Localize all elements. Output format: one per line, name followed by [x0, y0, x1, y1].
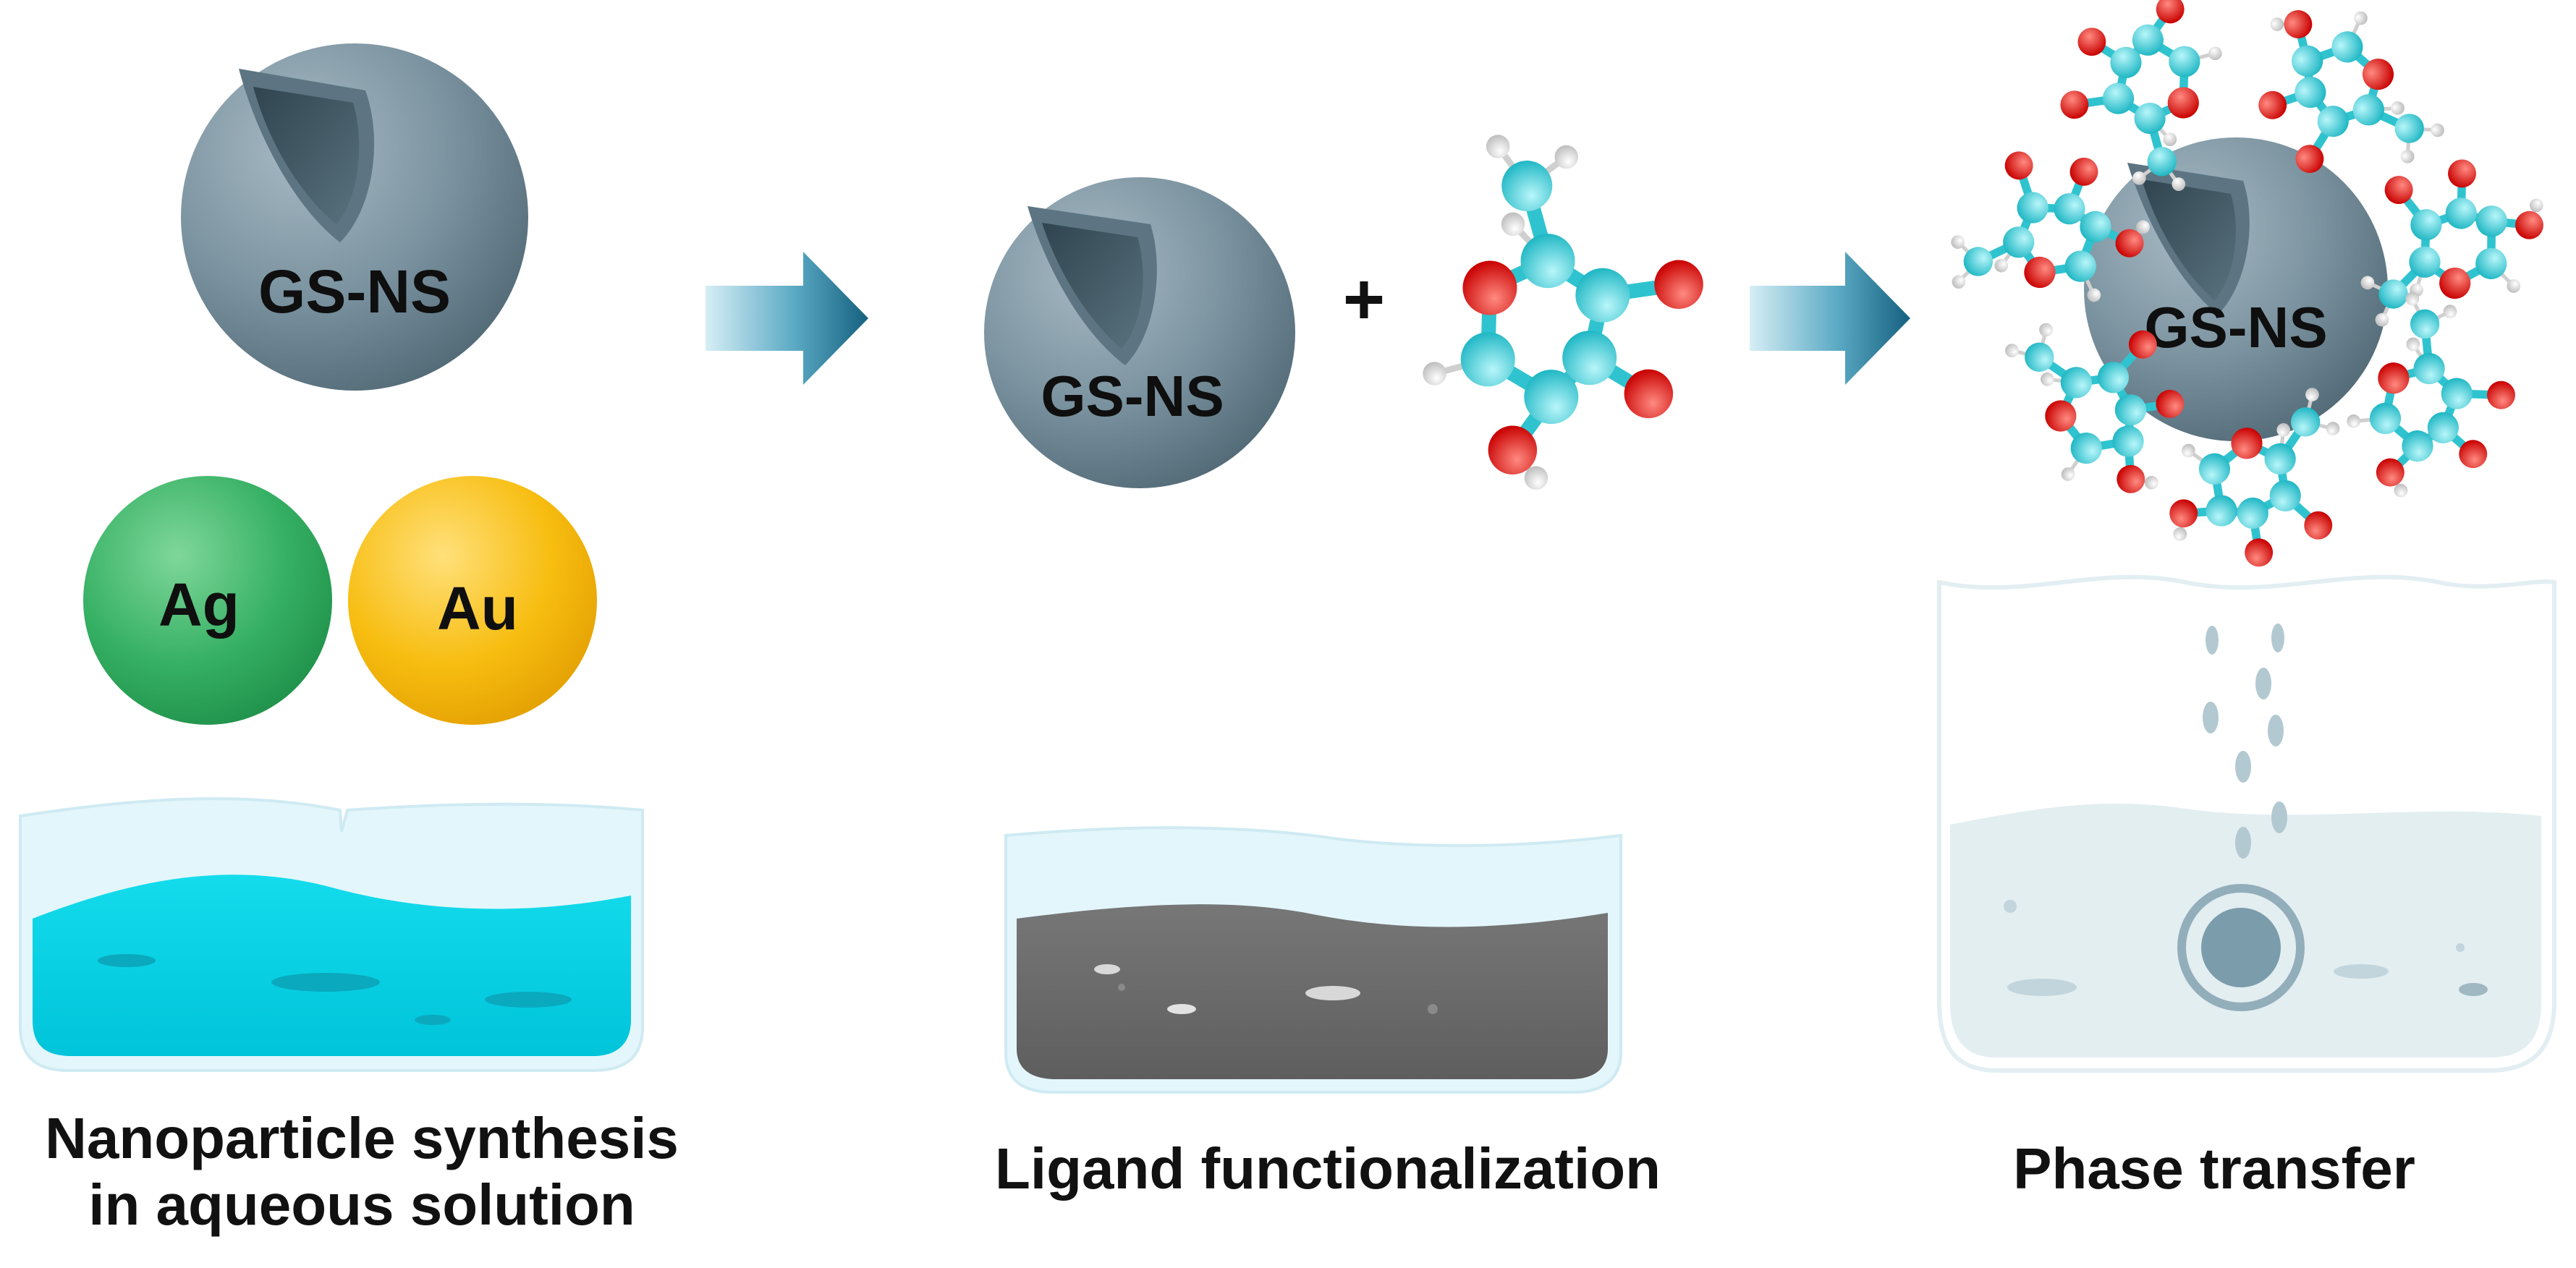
panel-functionalization: GS-NS +	[984, 119, 1742, 1094]
beaker-aqueous	[19, 797, 644, 1072]
gsns-particle-2: GS-NS	[984, 177, 1295, 488]
process-arrow-1	[706, 252, 868, 385]
caption-synthesis-line1: Nanoparticle synthesis	[45, 1106, 679, 1170]
process-arrow-2	[1750, 252, 1910, 385]
panel-phase-transfer: GS-NS	[1937, 0, 2559, 1073]
functionalized-particle: GS-NS	[2084, 137, 2388, 441]
caption-synthesis-line2: in aqueous solution	[88, 1173, 635, 1237]
silver-label: Ag	[158, 571, 240, 639]
water	[33, 875, 631, 1056]
panel-synthesis: GS-NS Ag Au	[19, 43, 644, 1072]
gold-nanoparticle: Au	[348, 476, 597, 725]
plus-sign: +	[1343, 259, 1385, 340]
silver-nanoparticle: Ag	[83, 476, 332, 725]
particle-label: GS-NS	[1041, 364, 1224, 428]
caption-functionalization: Ligand functionalization	[995, 1136, 1661, 1201]
gold-label: Au	[437, 574, 518, 642]
ligand-molecule	[1381, 119, 1742, 524]
particle-label: GS-NS	[2144, 295, 2327, 359]
caption-synthesis: Nanoparticle synthesis in aqueous soluti…	[0, 1105, 724, 1238]
beaker-dark	[1004, 826, 1622, 1094]
gsns-particle-1: GS-NS	[181, 43, 528, 391]
particle-label: GS-NS	[258, 258, 451, 325]
beaker-phase-separation	[1937, 574, 2556, 1073]
caption-phase-transfer: Phase transfer	[2013, 1136, 2415, 1201]
